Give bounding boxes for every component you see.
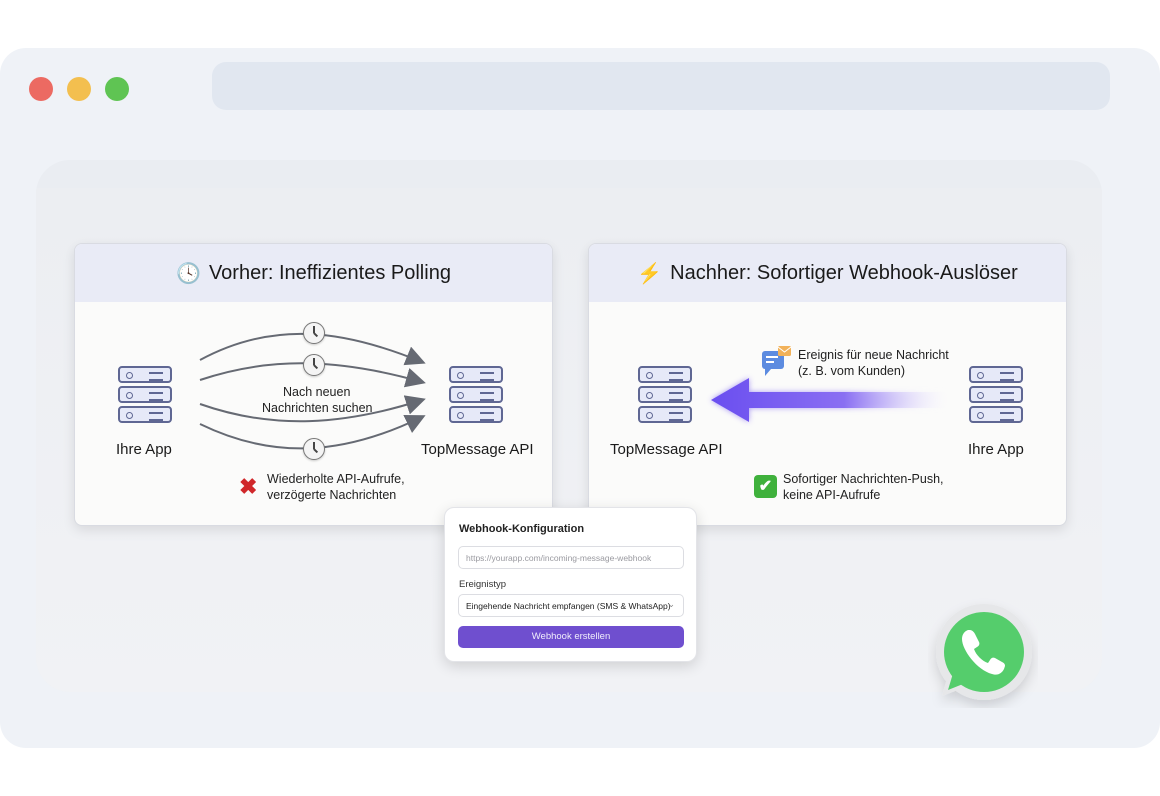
- your-app-server-icon: [118, 366, 172, 426]
- topmessage-api-server-icon: [638, 366, 692, 426]
- panel-title: Nachher: Sofortiger Webhook-Auslöser: [670, 261, 1018, 284]
- webhook-push-arrow: [711, 378, 953, 422]
- your-app-label: Ihre App: [968, 441, 1024, 458]
- event-type-select[interactable]: Eingehende Nachricht empfangen (SMS & Wh…: [458, 594, 684, 617]
- panel-header: ⚡ Nachher: Sofortiger Webhook-Auslöser: [589, 244, 1066, 302]
- before-result-text: Wiederholte API-Aufrufe,: [267, 472, 405, 486]
- after-result-text: keine API-Aufrufe: [783, 488, 881, 502]
- success-check-icon: ✔: [754, 475, 777, 498]
- whatsapp-icon[interactable]: [928, 598, 1038, 708]
- clock-icon: 🕓: [176, 262, 201, 285]
- webhook-url-input[interactable]: https://yourapp.com/incoming-message-web…: [458, 546, 684, 569]
- clock-icon: [303, 322, 325, 344]
- event-type-label: Ereignistyp: [459, 579, 506, 590]
- your-app-server-icon: [969, 366, 1023, 426]
- minimize-window-button[interactable]: [67, 77, 91, 101]
- panel-title: Vorher: Ineffizientes Polling: [208, 261, 451, 284]
- topmessage-api-label: TopMessage API: [421, 441, 534, 458]
- maximize-window-button[interactable]: [105, 77, 129, 101]
- lightning-icon: ⚡: [637, 262, 663, 285]
- chevron-down-icon: ⌄: [667, 599, 675, 609]
- error-x-icon: ✖: [239, 474, 258, 499]
- address-bar[interactable]: [212, 62, 1110, 110]
- after-result-text: Sofortiger Nachrichten-Push,: [783, 472, 944, 486]
- event-type-value: Eingehende Nachricht empfangen (SMS & Wh…: [466, 601, 671, 611]
- polling-label: Nachrichten suchen: [262, 401, 373, 415]
- topmessage-api-label: TopMessage API: [610, 441, 723, 458]
- config-title: Webhook-Konfiguration: [459, 523, 585, 535]
- close-window-button[interactable]: [29, 77, 53, 101]
- message-event-icon: [762, 346, 792, 376]
- before-polling-panel: 🕓 Vorher: Ineffizientes Polling: [74, 243, 553, 526]
- event-label: (z. B. vom Kunden): [798, 364, 905, 378]
- clock-icon: [303, 354, 325, 376]
- polling-label: Nach neuen: [283, 385, 351, 399]
- after-webhook-panel: ⚡ Nachher: Sofortiger Webhook-Auslöser: [588, 243, 1067, 526]
- your-app-label: Ihre App: [116, 441, 172, 458]
- clock-icon: [303, 438, 325, 460]
- create-webhook-button[interactable]: Webhook erstellen: [458, 626, 684, 648]
- event-label: Ereignis für neue Nachricht: [798, 348, 949, 362]
- before-result-text: verzögerte Nachrichten: [267, 488, 397, 502]
- panel-header: 🕓 Vorher: Ineffizientes Polling: [75, 244, 552, 302]
- topmessage-api-server-icon: [449, 366, 503, 426]
- webhook-config-card: Webhook-Konfiguration https://yourapp.co…: [444, 507, 697, 662]
